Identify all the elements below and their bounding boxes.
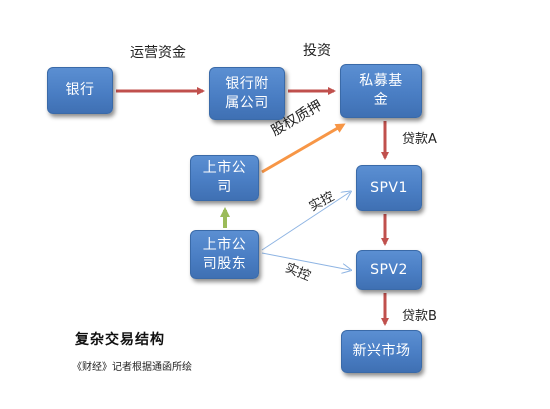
node-private-fund-label: 私募基 金 — [359, 73, 403, 108]
node-spv1: SPV1 — [356, 165, 422, 211]
node-listed-company-label: 上市公 司 — [202, 160, 247, 195]
node-private-fund: 私募基 金 — [340, 64, 422, 118]
node-bank: 银行 — [47, 67, 113, 114]
node-emerging-market: 新兴市场 — [341, 330, 422, 373]
node-emerging-market-label: 新兴市场 — [352, 343, 411, 359]
node-shareholder: 上市公 司股东 — [190, 230, 259, 279]
node-listed-company: 上市公 司 — [190, 155, 259, 201]
edge-equity-pledge — [261, 123, 346, 174]
node-spv1-label: SPV1 — [370, 179, 408, 196]
edge-label-loan-b: 贷款B — [402, 309, 437, 324]
node-spv2-label: SPV2 — [370, 261, 408, 278]
edge-control-2 — [261, 252, 350, 270]
node-bank-affiliate: 银行附 属公司 — [209, 67, 285, 120]
edge-label-investment: 投资 — [303, 43, 331, 59]
edge-label-operating-funds: 运营资金 — [130, 45, 186, 61]
edge-control-1 — [261, 192, 350, 251]
node-spv2: SPV2 — [356, 250, 422, 290]
diagram-source-note: 《财经》记者根据通函所绘 — [72, 362, 192, 373]
node-bank-affiliate-label: 银行附 属公司 — [225, 75, 269, 111]
node-shareholder-label: 上市公 司股东 — [202, 236, 247, 272]
edge-label-loan-a: 贷款A — [402, 132, 437, 147]
diagram-title: 复杂交易结构 — [75, 332, 165, 348]
node-bank-label: 银行 — [65, 82, 95, 98]
